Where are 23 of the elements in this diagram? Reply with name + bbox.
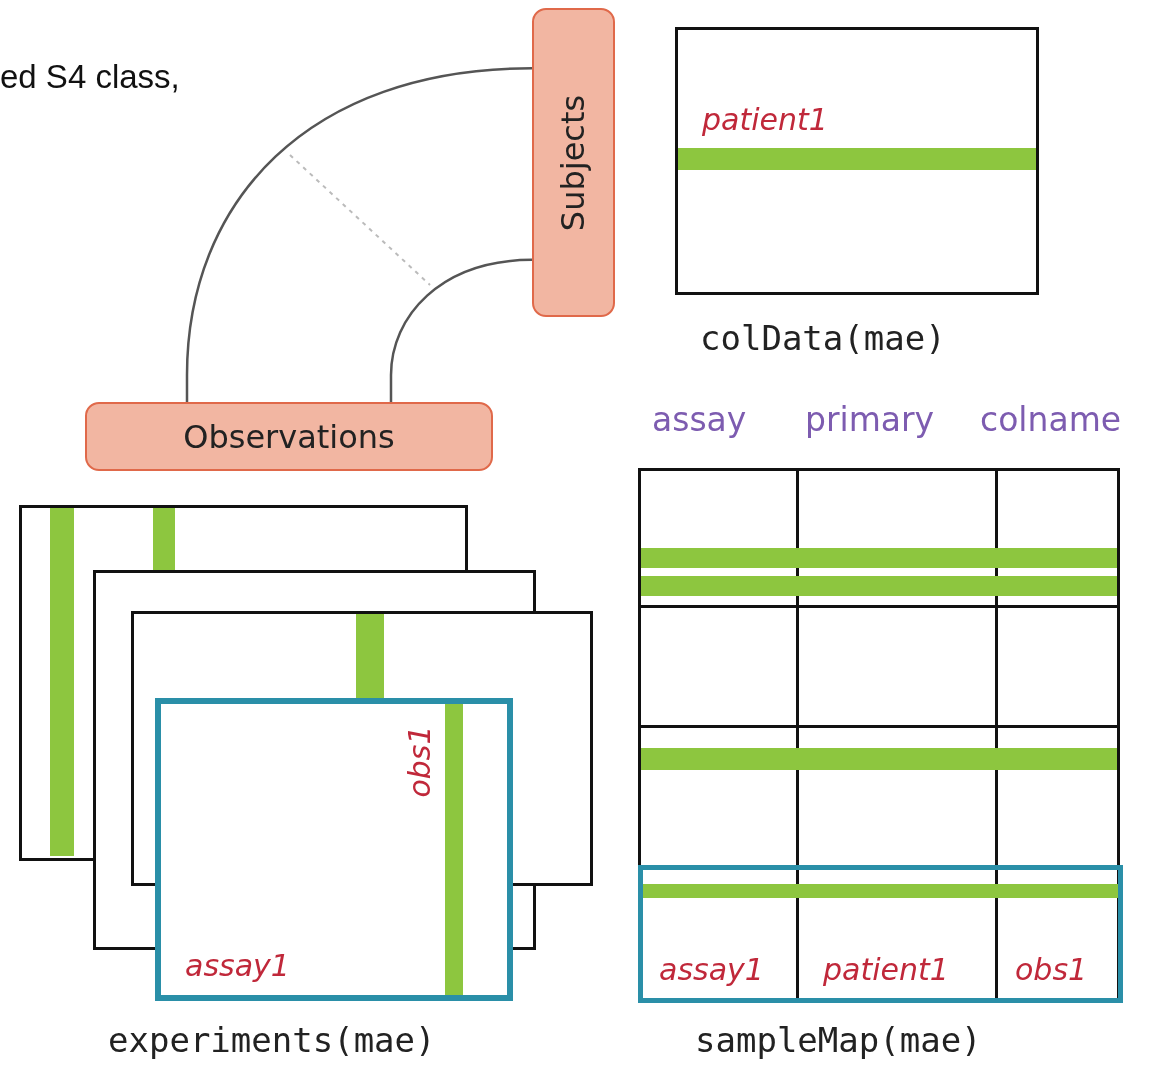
box-label: Subjects: [554, 94, 593, 231]
box-label: Observations: [183, 417, 395, 456]
column-header: primary: [805, 400, 935, 439]
matrix-sheet: [155, 698, 513, 1001]
connector-arc: [185, 67, 533, 402]
connector-arc: [389, 258, 533, 402]
column-header: colname: [980, 400, 1122, 439]
cell-value: patient1: [823, 952, 949, 987]
assay-name: assay1: [185, 948, 290, 983]
sample-map-table: [638, 468, 1120, 1003]
cell-value: obs1: [1015, 952, 1088, 987]
column-name: obs1: [401, 725, 437, 798]
category-box: [532, 8, 615, 317]
function-name: experiments(mae): [108, 1020, 436, 1060]
function-name: colData(mae): [700, 318, 946, 358]
highlight-row: [638, 865, 1123, 1003]
column-header: assay: [652, 400, 747, 439]
heading-text: ed S4 class,: [0, 58, 180, 96]
cell-value: assay1: [659, 952, 764, 987]
function-name: sampleMap(mae): [695, 1020, 982, 1060]
category-box: [85, 402, 493, 471]
data-table-box: [675, 27, 1039, 295]
row-name: patient1: [702, 102, 828, 137]
